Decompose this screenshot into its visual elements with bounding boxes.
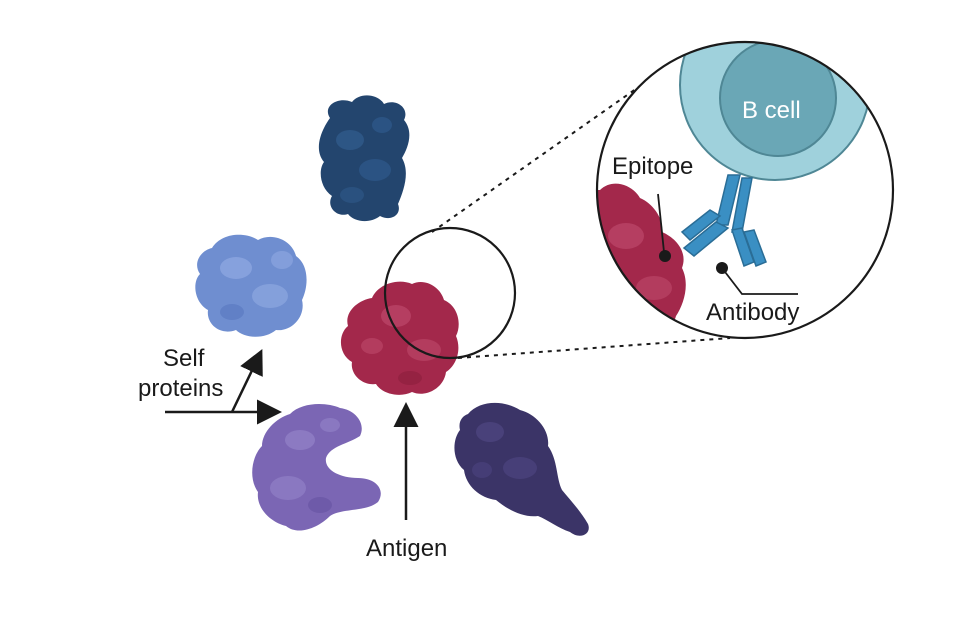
self-proteins-label-line1: Self — [163, 345, 205, 372]
b-cell-label: B cell — [742, 97, 801, 124]
antigen-protein — [340, 281, 459, 395]
zoom-connector-bottom — [457, 337, 731, 359]
selection-circle — [383, 226, 517, 360]
epitope-pointer-line — [657, 193, 665, 253]
antibody-pointer-line — [721, 267, 798, 295]
self-protein-dark-blue — [318, 95, 410, 222]
antibody-label: Antibody — [706, 299, 799, 326]
self-protein-purple — [252, 404, 381, 531]
self-protein-dark-purple — [454, 402, 589, 536]
self-proteins-label-line2: proteins — [138, 375, 223, 402]
self-protein-light-blue — [195, 234, 307, 337]
antibody — [680, 174, 767, 267]
zoom-inset-border — [595, 40, 895, 340]
epitope-pointer-dot — [659, 250, 671, 262]
b-cell-nucleus — [719, 42, 837, 157]
zoom-inset — [595, 40, 895, 340]
self-proteins-arrow-up — [230, 348, 263, 413]
antigen-label: Antigen — [366, 535, 447, 562]
zoom-connector-top — [431, 85, 641, 233]
epitope-label: Epitope — [612, 153, 693, 180]
